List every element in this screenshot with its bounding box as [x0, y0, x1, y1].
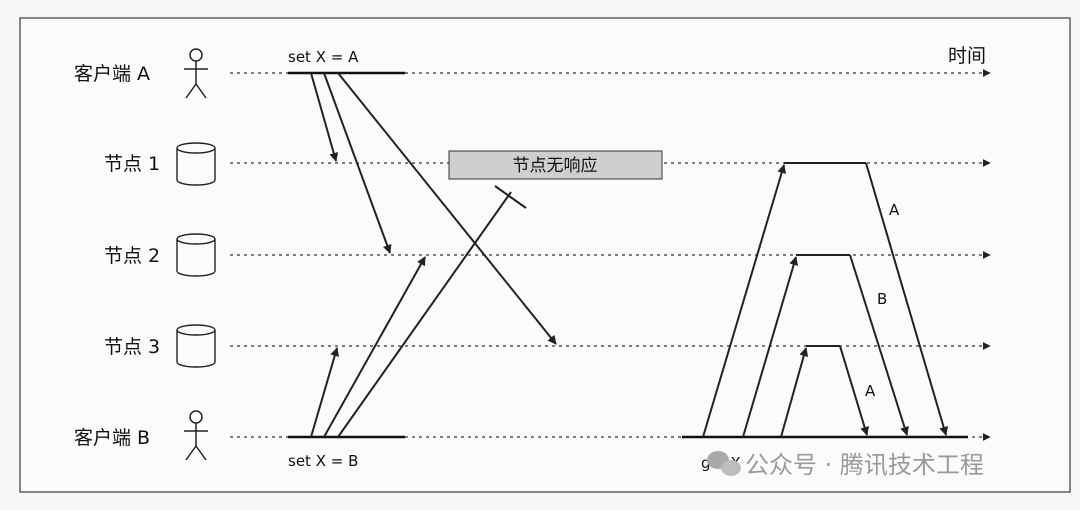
lane-label-node-2: 节点 2	[104, 245, 160, 267]
database-icon	[176, 142, 216, 186]
person-icon	[184, 410, 208, 461]
read-response-from-node-1	[865, 162, 949, 436]
read-request-to-node-1	[702, 164, 787, 438]
write-a-to-node-1	[310, 72, 339, 162]
read-value-node-1: A	[889, 201, 900, 219]
read-request-to-node-3	[780, 347, 809, 438]
read-response-from-node-2	[849, 254, 909, 436]
client-a-op-label: set X = A	[288, 48, 359, 66]
read-request-to-node-2	[742, 256, 799, 438]
lane-label-node-3: 节点 3	[104, 336, 160, 358]
read-value-node-2: B	[877, 290, 887, 308]
lost-message-x-icon	[494, 185, 527, 209]
write-b-to-node-3	[310, 347, 340, 438]
read-paths	[702, 162, 949, 438]
database-icon	[176, 233, 216, 277]
unresponsive-label: 节点无响应	[513, 156, 598, 176]
person-icon	[184, 48, 208, 99]
wechat-icon	[707, 451, 741, 476]
write-a-to-node-3	[337, 72, 557, 345]
lane-label-node-1: 节点 1	[104, 153, 160, 175]
client-b-writes	[310, 185, 527, 438]
read-response-from-node-3	[839, 345, 869, 436]
unresponsive-box	[448, 150, 663, 180]
write-a-to-node-2	[323, 72, 392, 254]
read-value-node-3: A	[865, 382, 876, 400]
watermark-text: 公众号 · 腾讯技术工程	[745, 451, 984, 479]
database-icon	[176, 324, 216, 368]
client-a-writes	[310, 72, 557, 345]
write-b-to-node-2	[323, 256, 426, 438]
lane-label-client-a: 客户端 A	[74, 63, 150, 85]
client-b-op-label: set X = B	[288, 452, 358, 470]
lane-label-client-b: 客户端 B	[74, 427, 150, 449]
time-label: 时间	[948, 45, 986, 67]
write-b-to-node-1-lost	[337, 191, 512, 438]
